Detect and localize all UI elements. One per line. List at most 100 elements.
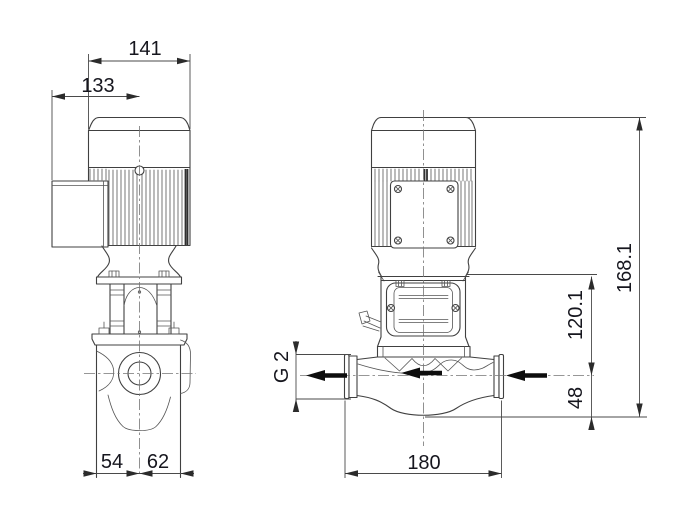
pipe-top-right (469, 356, 495, 361)
dim-label-62: 62 (147, 451, 169, 473)
arrowhead (292, 399, 300, 412)
fin-lines-short (89, 168, 107, 181)
dim-label-54: 54 (101, 451, 123, 473)
flow-direction-arrows (306, 367, 547, 381)
arrowhead (180, 470, 194, 477)
side-motor-stool (95, 245, 183, 285)
screw-cross (395, 186, 401, 192)
flange-face (498, 353, 505, 400)
head-clamp-outer (385, 282, 461, 337)
terminal-plate-screws (393, 184, 455, 245)
head-clip-ticks (398, 280, 448, 287)
dim-label-168: 168.1 (614, 243, 636, 293)
dim-bottom-widths: 54 62 (83, 451, 194, 477)
flange-nut-left (108, 270, 120, 278)
pipe-top-left (356, 356, 379, 361)
head-base-plate-notches (382, 346, 465, 358)
arrowhead (126, 93, 140, 100)
flow-arrow-icon (506, 370, 547, 381)
dim-label-120: 120.1 (565, 290, 587, 340)
bell-right-curve (168, 245, 182, 278)
ext-lines-141 (88, 54, 191, 129)
flange-hub (348, 355, 358, 399)
vent-plug-threads (362, 315, 382, 332)
arrowhead (488, 470, 502, 477)
front-view: G 2 180 120.1 48 (271, 110, 647, 478)
bell-left-curve (370, 247, 383, 278)
fin-lines-top-band (374, 168, 472, 182)
volute-bottom-bulge (107, 394, 171, 432)
ext-lines-180 (344, 400, 502, 478)
dim-width-incl-terminal-box: 133 (51, 75, 140, 180)
head-bolt-left (98, 327, 110, 335)
stud-left (109, 283, 125, 335)
terminal-box-lid-line (51, 180, 109, 248)
vent-plug (358, 310, 382, 332)
arrowhead (345, 470, 358, 477)
vent-plug-head (358, 310, 371, 325)
bell-flange-plate (95, 276, 183, 285)
screw-cross (388, 305, 394, 311)
arrowhead (177, 57, 190, 65)
arrowhead (636, 117, 643, 131)
arrowhead (52, 93, 65, 100)
arrowhead (88, 57, 102, 65)
side-pump-head (91, 321, 188, 346)
dim-label-180: 180 (407, 452, 440, 474)
stud-bands (109, 289, 172, 327)
fin-edge-lines (184, 169, 189, 245)
arrowhead (588, 362, 595, 376)
head-clip-right (441, 280, 451, 287)
dim-overall-height: 168.1 (466, 117, 646, 417)
arrowhead (588, 417, 595, 430)
front-pump-head (358, 275, 471, 358)
dim-center-to-bottom: 48 (425, 375, 647, 430)
bell-left-curve (96, 245, 110, 278)
dim-label-g2: G 2 (271, 351, 293, 383)
discharge-flange (493, 353, 505, 400)
terminal-plate (389, 180, 459, 249)
head-clip-left (395, 280, 405, 287)
arrowhead (588, 276, 595, 290)
front-motor (370, 116, 477, 249)
head-bottom-flare (376, 336, 470, 348)
volute-side-edges (95, 344, 182, 479)
dim-label-141: 141 (128, 38, 161, 60)
screw-cross (447, 186, 454, 192)
screw-cross (452, 305, 459, 311)
flange-hub (493, 355, 500, 399)
terminal-box (51, 180, 109, 248)
volute-left-contour (96, 350, 115, 392)
fin-lines (108, 169, 183, 246)
flow-arrow-icon (401, 367, 442, 379)
volute-right-tab (180, 339, 191, 394)
head-plate (91, 333, 188, 346)
head-sides (380, 275, 467, 338)
dim-port-to-port: 180 (344, 400, 502, 478)
arrowhead (126, 470, 140, 477)
head-bolt-shafts (103, 321, 175, 329)
dim-connection-thread: G 2 (271, 341, 351, 412)
arrowhead (636, 403, 643, 417)
flange-nut-ticks (111, 270, 167, 278)
arrowhead (292, 341, 300, 355)
bell-right-curve (464, 247, 477, 278)
shaft-dome (123, 287, 158, 307)
front-volute (343, 353, 505, 416)
side-terminal-box (51, 180, 109, 248)
side-centerlines (84, 126, 196, 477)
fin-lines-dark-pair (423, 169, 428, 181)
volute-belly (356, 394, 495, 416)
stud-right (156, 283, 172, 335)
flange-nut-right (158, 270, 170, 278)
fin-lines-sides (374, 180, 473, 247)
dim-center-to-head-top: 120.1 (466, 274, 597, 376)
side-view: 141 133 54 62 (51, 38, 196, 479)
arrowhead (83, 470, 97, 477)
dim-fan-cover-width: 141 (88, 38, 191, 129)
ext-lines-g2 (296, 354, 351, 400)
dim-label-48: 48 (565, 387, 587, 409)
screw-cross (447, 237, 454, 244)
